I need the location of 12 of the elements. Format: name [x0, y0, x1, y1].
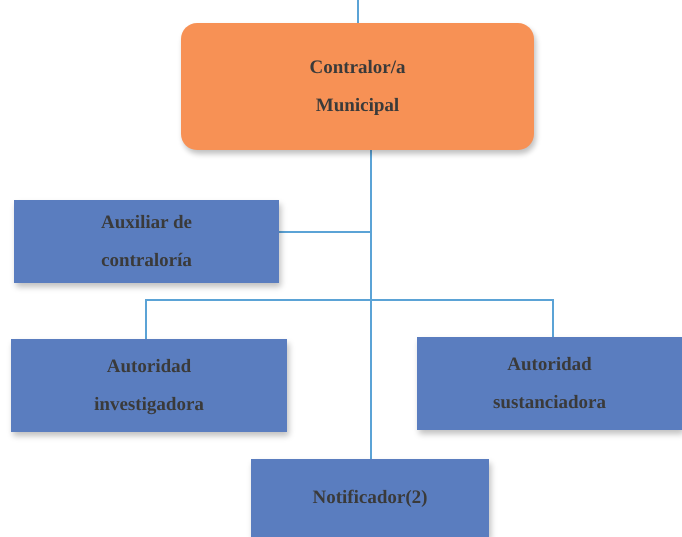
org-box — [417, 337, 682, 430]
rounded-box — [181, 23, 534, 150]
box-label: Autoridad sustanciadora — [492, 352, 607, 414]
box-label: Notificador(2) — [312, 486, 428, 510]
connector-line — [357, 0, 359, 23]
box-label: Contralor/a Municipal — [308, 56, 407, 118]
org-box — [14, 200, 279, 283]
connector-line — [370, 150, 372, 459]
box-label: Autoridad investigadora — [93, 354, 205, 416]
org-box — [251, 459, 489, 537]
box-label: Auxiliar de contraloría — [100, 210, 193, 272]
org-box — [11, 339, 287, 432]
